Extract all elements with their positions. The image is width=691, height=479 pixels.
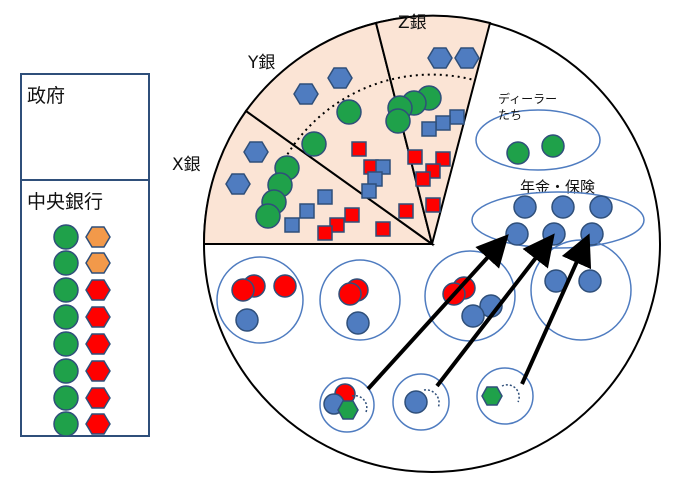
flow-arrows [366,233,592,391]
bank-y-label: Y銀 [247,53,275,73]
dealers-ellipse [475,109,601,171]
arrow [520,233,592,385]
arrow [435,233,555,388]
dealer-coin [541,134,565,158]
bank-x-assets [225,141,391,241]
pension-insurance-label: 年金・保険 [520,178,595,196]
central-bank-green-coins [53,224,79,437]
bank-z-assets [385,47,480,219]
small-savers [319,367,534,433]
pension-insurance-ellipse [471,191,645,249]
arrow [366,234,509,391]
bank-y-sector [244,21,434,247]
central-bank-government-panel: 政府 中央銀行 [20,73,150,437]
bank-x-label: X銀 [172,155,201,175]
dealers-label: ディーラー たち [498,91,561,122]
bank-y-assets [293,67,391,199]
bank-z-label: Z銀 [398,13,427,33]
central-bank-hexagons [85,226,111,435]
dealer-coin [506,141,530,165]
central-bank-label: 中央銀行 [27,191,104,213]
panel-divider [22,179,148,181]
government-label: 政府 [27,85,66,107]
